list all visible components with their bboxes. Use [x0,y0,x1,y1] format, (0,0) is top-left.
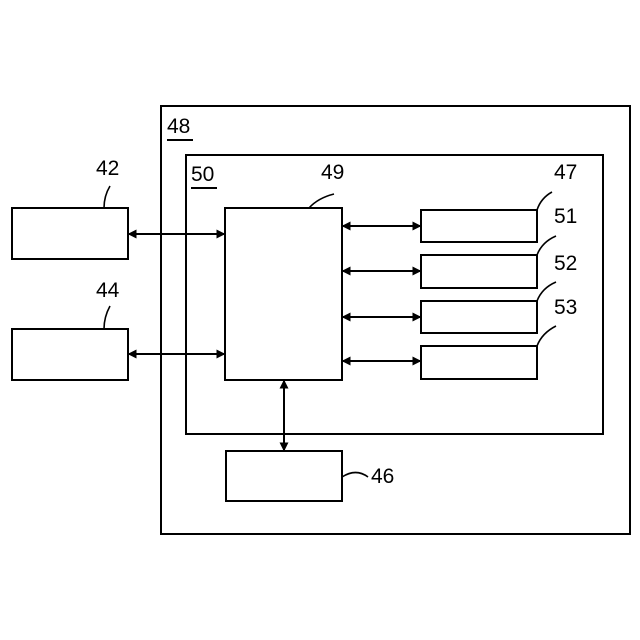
module-box-47 [421,210,537,242]
label-49: 49 [321,161,344,184]
label-42: 42 [96,157,119,180]
label-51: 51 [554,205,577,228]
label-53: 53 [554,296,577,319]
controller-box-49 [225,208,342,380]
external-box-44 [12,329,128,380]
label-44: 44 [96,279,120,302]
lower-unit-box-46 [226,451,342,501]
leader-44 [104,306,110,329]
label-46: 46 [371,465,394,488]
leader-42 [104,186,110,208]
module-box-51 [421,255,537,288]
module-box-52 [421,301,537,333]
label-52: 52 [554,252,577,275]
label-47: 47 [554,161,577,184]
external-box-42 [12,208,128,259]
label-48: 48 [167,115,190,138]
module-box-53 [421,346,537,379]
label-50: 50 [191,163,214,186]
